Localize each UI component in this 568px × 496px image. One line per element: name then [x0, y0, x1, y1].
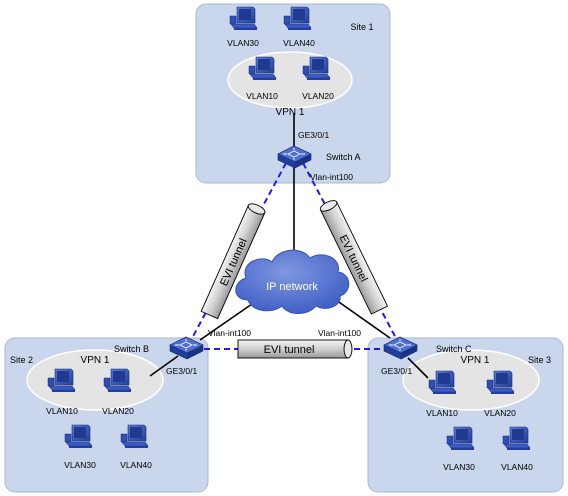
site-3-vpn-label: VPN 1: [461, 355, 490, 366]
vlan-label: VLAN20: [302, 91, 334, 101]
tunnel-bc-label: EVI tunnel: [264, 344, 315, 356]
ip-network-cloud: IP network: [235, 249, 350, 314]
vlan-label: VLAN10: [246, 91, 278, 101]
site-3-vpn-ellipse: [402, 349, 540, 411]
switch-a-name: Switch A: [326, 152, 361, 162]
link-switch-c-site3: [407, 357, 429, 379]
ip-network-label: IP network: [266, 281, 318, 293]
tunnel-tube-bc: EVI tunnel: [237, 339, 353, 359]
site-1-vpn-label: VPN 1: [276, 107, 305, 118]
vlan-label: VLAN30: [443, 462, 475, 472]
switch-b-vlan-int: Vlan-int100: [208, 328, 251, 338]
switch-a-vlan-int: Vlan-int100: [310, 172, 353, 182]
switch-c-name: Switch C: [436, 344, 472, 354]
vlan-label: VLAN30: [227, 38, 259, 48]
switch-b-name: Switch B: [114, 344, 149, 354]
site-2-vpn-label: VPN 1: [81, 355, 110, 366]
link-switch-c-cloud: [335, 299, 391, 339]
vlan-label: VLAN10: [426, 408, 458, 418]
switch-c-port-label: GE3/0/1: [381, 366, 412, 376]
site-1-label: Site 1: [350, 22, 373, 32]
switch-c-vlan-int: Vlan-int100: [318, 328, 361, 338]
site-2-label: Site 2: [10, 355, 33, 365]
switch-a-port-label: GE3/0/1: [298, 130, 329, 140]
vlan-label: VLAN10: [46, 406, 78, 416]
switch-b-port-label: GE3/0/1: [166, 366, 197, 376]
site-2-vpn-ellipse: [26, 349, 164, 411]
vlan-label: VLAN40: [283, 38, 315, 48]
vlan-label: VLAN20: [102, 406, 134, 416]
vlan-label: VLAN40: [120, 460, 152, 470]
site-3-label: Site 3: [528, 355, 551, 365]
vlan-label: VLAN20: [484, 408, 516, 418]
vlan-label: VLAN30: [64, 460, 96, 470]
link-switch-b-site2: [149, 355, 179, 377]
link-switch-b-cloud: [199, 303, 253, 341]
vlan-label: VLAN40: [501, 462, 533, 472]
